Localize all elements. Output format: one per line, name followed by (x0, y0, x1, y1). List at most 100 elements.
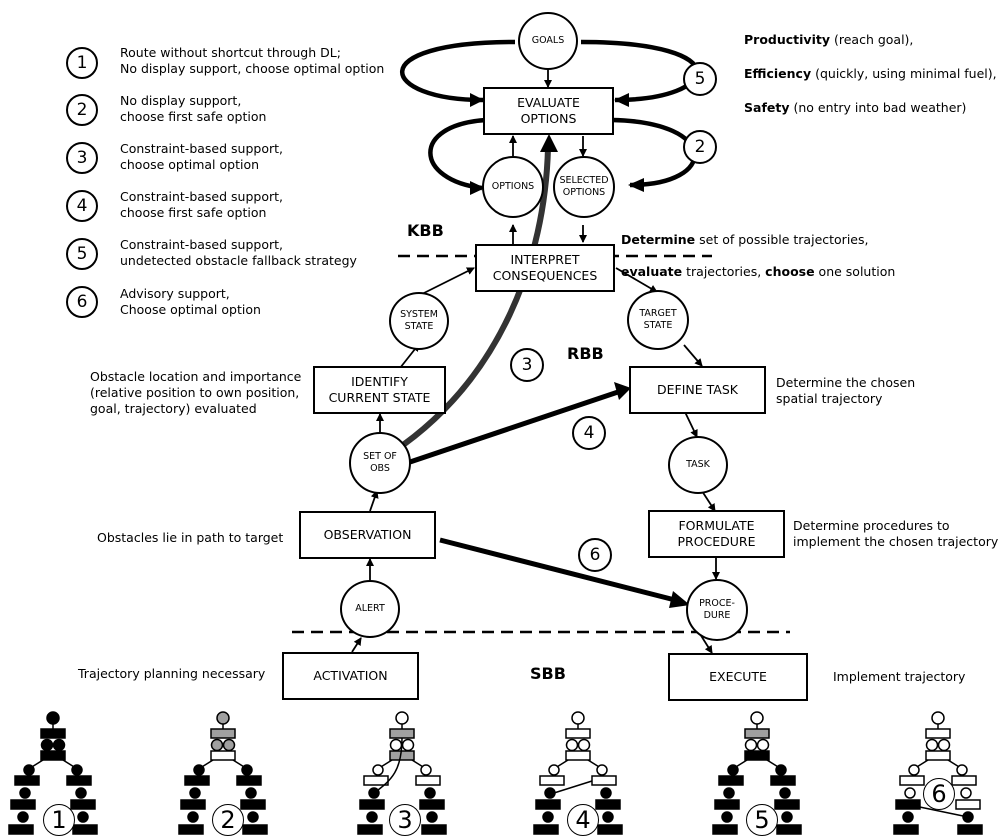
thumb-2-execute-mark (242, 824, 268, 835)
thumb-3-goals-mark (395, 711, 409, 725)
systemstate-to-interpret-arrow (419, 267, 475, 296)
thumb-1-task-mark (75, 787, 87, 799)
legend-num-2: 2 (66, 94, 98, 126)
thumb-5-formulate-mark (774, 799, 800, 810)
thumb-5-target-state-mark (775, 764, 787, 776)
path-label-2: 2 (683, 130, 717, 164)
kbb-note-bold-1: Determine (621, 232, 696, 247)
goals-note-bold-2: Efficiency (744, 66, 812, 81)
rbb-label: RBB (567, 344, 604, 363)
thumb-3-options-mark (389, 738, 403, 752)
goals-note-bold-3: Safety (744, 100, 790, 115)
thumb-2-options-mark (210, 738, 224, 752)
thumb-5-alert-mark (721, 811, 733, 823)
legend-text-5: Constraint-based support, undetected obs… (120, 237, 357, 268)
targetstate-to-definetask-arrow (683, 344, 703, 367)
thumb-6-options-mark (925, 738, 939, 752)
thumb-4-shortcut-line (553, 780, 593, 794)
thumb-5-evaluate-mark (744, 728, 770, 739)
define-task-box: DEFINE TASK (629, 366, 766, 414)
goals-note-rest-2: (quickly, using minimal fuel), (811, 66, 997, 81)
trajectory-planning-annotation: Trajectory planning necessary (78, 666, 266, 681)
thumb-4-alert-mark (542, 811, 554, 823)
thumb-5-interpret-mark (744, 750, 770, 761)
path-3-curve (391, 147, 551, 455)
thumb-3-procedure-mark (426, 811, 438, 823)
thumb-2-target-state-mark (241, 764, 253, 776)
thumb-num-4: 4 (567, 804, 599, 836)
activation-box: ACTIVATION (282, 652, 419, 700)
thumb-5-execute-mark (776, 824, 802, 835)
thumb-3-define-mark (415, 775, 441, 786)
thumbnail-strip (8, 711, 983, 835)
interpret-consequences-box: INTERPRET CONSEQUENCES (475, 244, 615, 292)
legend-text-4: Constraint-based support, choose first s… (120, 189, 283, 220)
thumb-4-activation-mark (533, 824, 559, 835)
evaluate-options-box: EVALUATE OPTIONS (483, 87, 614, 135)
thumb-2-identify-mark (184, 775, 210, 786)
thumb-1-target-state-mark (71, 764, 83, 776)
thumb-2-activation-mark (178, 824, 204, 835)
thumb-5-system-state-mark (727, 764, 739, 776)
thumb-4-interpret-mark (565, 750, 591, 761)
path-5-right-head (614, 93, 629, 107)
thumb-2-task-mark (245, 787, 257, 799)
thumb-1-evaluate-mark (40, 728, 66, 739)
alert-node: ALERT (340, 580, 400, 638)
thumb-4-target-state-mark (596, 764, 608, 776)
thumb-4-obs-mark (544, 787, 556, 799)
thumb-6-interpret-mark (925, 750, 951, 761)
thumb-1-interpret-mark (40, 750, 66, 761)
observation-to-setofobs-arrow (369, 490, 379, 512)
thumb-5-define-mark (770, 775, 796, 786)
path-4-head (614, 382, 631, 400)
thumb-5-activation-mark (712, 824, 738, 835)
kbb-label: KBB (407, 221, 444, 240)
kbb-note-bold-3: choose (765, 264, 815, 279)
kbb-annotation: Determine set of possible trajectories, … (621, 216, 895, 296)
thumb-2-define-mark (236, 775, 262, 786)
thumb-6-execute-mark (957, 824, 983, 835)
identify-current-state-box: IDENTIFY CURRENT STATE (313, 366, 446, 414)
goals-note-rest-1: (reach goal), (830, 32, 914, 47)
thumb-2-interpret-mark (210, 750, 236, 761)
thumb-3-interpret-mark (389, 750, 415, 761)
thumb-6-activation-mark (893, 824, 919, 835)
legend-text-6: Advisory support, Choose optimal option (120, 286, 261, 317)
thumb-4-execute-mark (597, 824, 623, 835)
thumb-1-define-mark (66, 775, 92, 786)
thumb-6-task-mark (960, 787, 972, 799)
thumb-3-selected-mark (401, 738, 415, 752)
thumb-6-evaluate-mark (925, 728, 951, 739)
path-label-4: 4 (572, 416, 606, 450)
thumb-num-1: 1 (43, 804, 75, 836)
legend-num-1: 1 (66, 47, 98, 79)
thumb-6-define-mark (951, 775, 977, 786)
legend-text-3: Constraint-based support, choose optimal… (120, 141, 283, 172)
kbb-note-rest-2: one solution (814, 264, 896, 279)
system-state-node: SYSTEM STATE (389, 292, 449, 350)
thumb-5-goals-mark (750, 711, 764, 725)
path-4-line (409, 389, 619, 465)
set-of-obs-node: SET OF OBS (349, 432, 411, 494)
legend-text-2: No display support, choose first safe op… (120, 93, 267, 124)
execute-box: EXECUTE (668, 653, 808, 701)
thumb-3-shortcut-line (373, 737, 403, 794)
thumb-4-define-mark (591, 775, 617, 786)
thumb-num-5: 5 (746, 804, 778, 836)
implement-annotation: Implement trajectory (833, 669, 966, 684)
thumb-2-observation-mark (180, 799, 206, 810)
selected-options-node: SELECTED OPTIONS (553, 156, 615, 218)
thumb-2-alert-mark (187, 811, 199, 823)
goals-note-rest-3: (no entry into bad weather) (789, 100, 967, 115)
thumb-4-formulate-mark (595, 799, 621, 810)
options-node: OPTIONS (482, 156, 544, 218)
thumb-1-execute-mark (72, 824, 98, 835)
thumb-5-procedure-mark (781, 811, 793, 823)
kbb-note-mid-2: trajectories, (682, 264, 766, 279)
thumb-3-formulate-mark (419, 799, 445, 810)
thumb-2-goals-mark (216, 711, 230, 725)
goals-node: GOALS (518, 12, 578, 70)
thumb-4-selected-mark (577, 738, 591, 752)
